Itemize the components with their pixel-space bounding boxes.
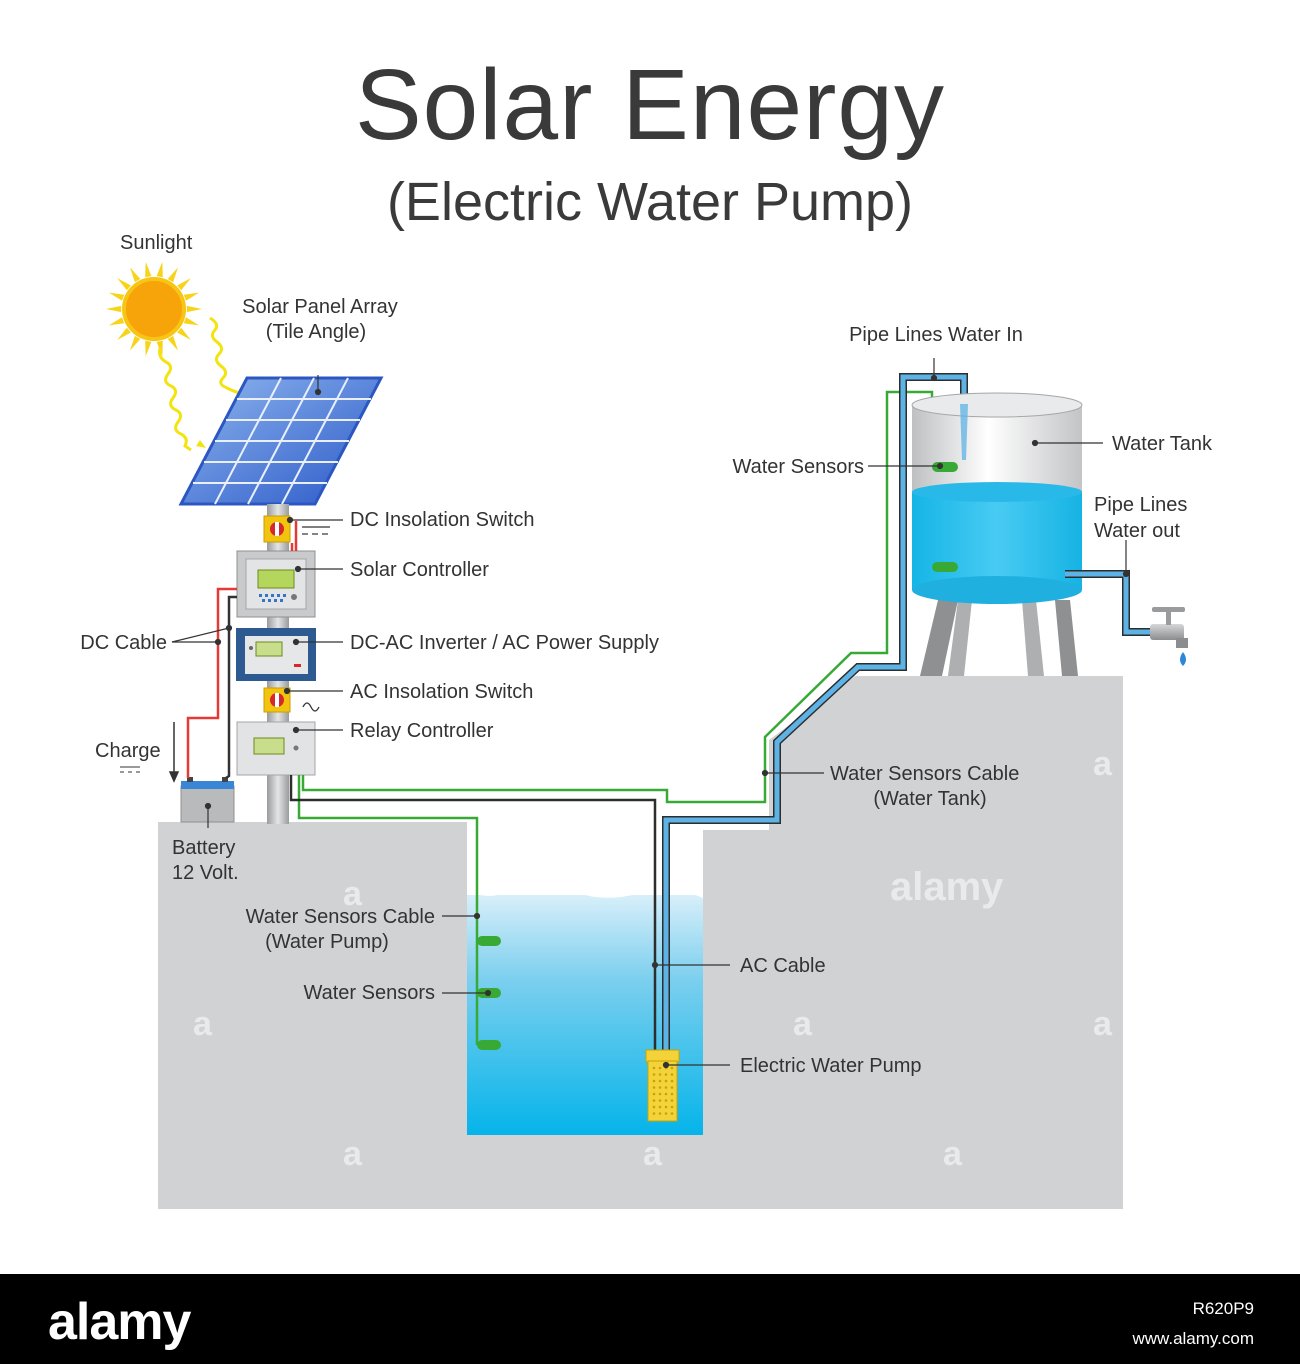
label-sensor-cable-tank: Water Sensors Cable — [830, 763, 1019, 785]
label-water-sensors-tank: Water Sensors — [732, 456, 864, 478]
label-relay: Relay Controller — [350, 720, 494, 742]
label-battery: Battery — [172, 837, 235, 859]
footer-logo: alamy — [48, 1293, 191, 1351]
tap-icon — [1150, 607, 1188, 666]
leader-lines — [171, 358, 1130, 1069]
outlet-pipe — [1065, 571, 1155, 635]
svg-text:a: a — [943, 1135, 963, 1173]
label-solar-controller: Solar Controller — [350, 559, 489, 581]
svg-text:a: a — [1093, 1005, 1113, 1043]
sunray-1 — [209, 316, 261, 396]
label-sensor-cable-tank-2: (Water Tank) — [873, 788, 986, 810]
water-tank — [911, 392, 1083, 676]
solar-controller — [236, 550, 316, 618]
label-pump: Electric Water Pump — [740, 1055, 922, 1077]
svg-text:a: a — [343, 875, 363, 913]
site-link[interactable]: www.alamy.com — [1132, 1329, 1254, 1348]
charge-arrow — [120, 722, 180, 783]
label-pipe-out: Pipe Lines — [1094, 494, 1187, 516]
solar-panel — [178, 376, 384, 506]
label-pipe-in: Pipe Lines Water In — [849, 324, 1023, 346]
electric-water-pump — [645, 1049, 680, 1122]
label-solar-panel-angle: (Tile Angle) — [266, 321, 366, 343]
svg-text:a: a — [793, 1005, 813, 1043]
dc-cables — [186, 521, 298, 780]
svg-text:a: a — [193, 1005, 213, 1043]
svg-text:a: a — [343, 1135, 363, 1173]
dc-symbol — [302, 526, 330, 535]
label-inverter: DC-AC Inverter / AC Power Supply — [350, 632, 659, 654]
label-charge: Charge — [95, 740, 161, 762]
label-ac-cable: AC Cable — [740, 955, 826, 977]
ground — [158, 676, 1123, 1209]
page-title: Solar Energy — [354, 49, 946, 161]
ac-switch — [263, 687, 291, 713]
label-sensor-cable-pump: Water Sensors Cable — [246, 906, 435, 928]
label-battery-volt: 12 Volt. — [172, 862, 239, 884]
relay-controller — [236, 721, 316, 776]
sun-icon — [106, 261, 202, 357]
label-solar-panel: Solar Panel Array — [242, 296, 398, 318]
inverter — [236, 628, 316, 681]
svg-text:a: a — [643, 1135, 663, 1173]
label-sensor-cable-pump-2: (Water Pump) — [265, 931, 389, 953]
watermark: alamy — [890, 865, 1004, 909]
label-pipe-out-2: Water out — [1094, 520, 1180, 542]
cable-sensor-pump — [297, 775, 479, 1045]
ac-cable — [289, 775, 657, 1052]
label-water-sensors-pump: Water Sensors — [303, 982, 435, 1004]
water-pipe-inner — [663, 374, 967, 1052]
svg-text:a: a — [1093, 745, 1113, 783]
footer-bar: alamy R620P9 www.alamy.com — [0, 1274, 1300, 1364]
label-dc-switch: DC Insolation Switch — [350, 509, 535, 531]
label-ac-switch: AC Insolation Switch — [350, 681, 533, 703]
ac-symbol — [302, 702, 320, 712]
label-water-tank: Water Tank — [1112, 433, 1213, 455]
label-sunlight: Sunlight — [120, 232, 193, 254]
footer-meta: R620P9 www.alamy.com — [1132, 1294, 1254, 1354]
sunray-2 — [158, 347, 192, 452]
image-id: R620P9 — [1192, 1299, 1254, 1318]
label-dc-cable: DC Cable — [80, 632, 167, 654]
page-subtitle: (Electric Water Pump) — [386, 172, 914, 232]
dc-switch — [263, 515, 291, 543]
well-wave — [467, 880, 703, 898]
